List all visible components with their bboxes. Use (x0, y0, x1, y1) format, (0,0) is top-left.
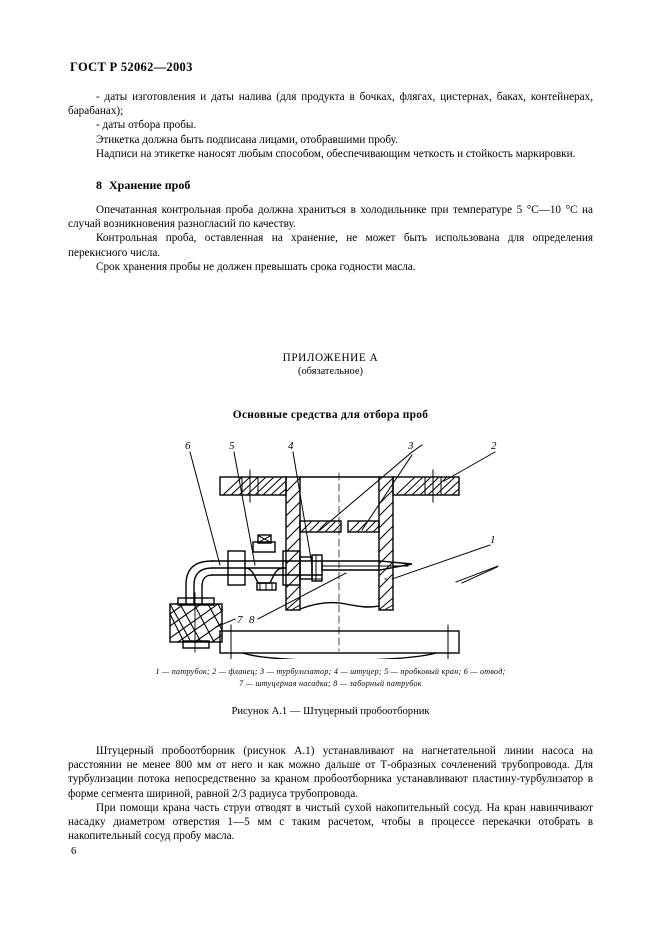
figure-legend: 1 — патрубок; 2 — фланец; 3 — турбулизат… (80, 666, 581, 689)
callout-7: 7 (237, 614, 243, 626)
appendix-paragraph-2: При помощи крана часть струи отводят в ч… (68, 801, 593, 843)
appendix-header: ПРИЛОЖЕНИЕ А (обязательное) (0, 352, 661, 377)
section-8-paragraph-1: Опечатанная контрольная проба должна хра… (68, 204, 593, 231)
page-number: 6 (71, 846, 77, 857)
callout-3: 3 (407, 440, 414, 452)
callout-1: 1 (490, 534, 496, 546)
figure-nozzle-sampler-drawing: 6 5 4 3 2 1 7 8 (150, 437, 530, 659)
figure-section-title: Основные средства для отбора проб (232, 409, 429, 421)
appendix-title: ПРИЛОЖЕНИЕ А (282, 352, 379, 364)
callout-2: 2 (491, 440, 497, 452)
paragraph-label-signed: Этикетка должна быть подписана лицами, о… (96, 133, 398, 146)
appendix-paragraph-1: Штуцерный пробоотборник (рисунок А.1) ус… (68, 745, 593, 800)
standard-header: ГОСТ Р 52062—2003 (70, 60, 193, 74)
appendix-subtitle: (обязательное) (298, 366, 363, 377)
callout-6: 6 (185, 440, 191, 452)
paragraph-label-marking: Надписи на этикетке наносят любым способ… (96, 147, 576, 160)
figure-caption: Рисунок А.1 — Штуцерный пробоотборник (231, 706, 430, 717)
figure-legend-line-1: 1 — патрубок; 2 — фланец; 3 — турбулизат… (155, 667, 506, 676)
callout-5: 5 (229, 440, 235, 452)
appendix-body-text: Штуцерный пробоотборник (рисунок А.1) ус… (68, 744, 593, 843)
main-text-column: - даты изготовления и даты налива (для п… (68, 90, 593, 274)
section-8-paragraph-3: Срок хранения пробы не должен превышать … (96, 260, 416, 273)
section-8-number: 8 (96, 178, 102, 193)
paragraph-manufacture-dates: - даты изготовления и даты налива (для п… (68, 91, 593, 118)
section-8-title: Хранение проб (109, 178, 191, 193)
paragraph-sampling-dates: - даты отбора пробы. (96, 119, 197, 132)
section-8-paragraph-2: Контрольная проба, оставленная на хранен… (68, 232, 593, 259)
figure-legend-line-2: 7 — штуцерная насадка; 8 — заборный патр… (239, 678, 422, 688)
callout-8: 8 (249, 614, 255, 626)
technical-drawing-svg: 6 5 4 3 2 1 7 8 (169, 440, 499, 659)
callout-4: 4 (288, 440, 294, 452)
section-8-heading: 8 Хранение проб (96, 178, 593, 193)
